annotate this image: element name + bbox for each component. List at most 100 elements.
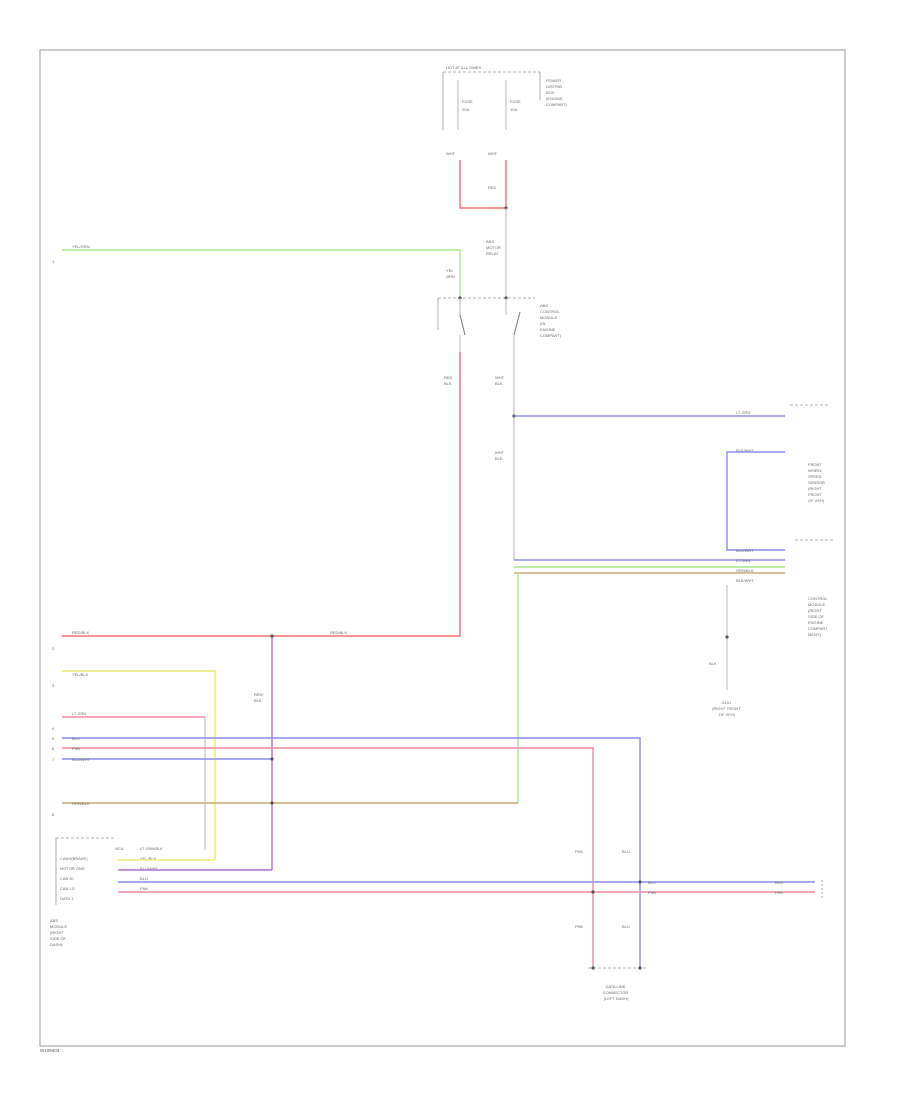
fuse-box-line-4: (ENGINE	[546, 96, 563, 101]
wire-label-right-mid-3: ORN/BLK	[736, 568, 754, 573]
vertical-line-2: BLK	[254, 698, 262, 703]
pin-label-2: MOTOR GND	[60, 866, 85, 871]
bottom-right-wire-2: PNK	[648, 890, 657, 895]
fuse-box-line-5: COMPART)	[546, 102, 568, 107]
fuse-left-label: FUSE 20A	[462, 99, 474, 112]
fuse-left-name: FUSE	[462, 99, 473, 104]
wire-label-left-2: RED/BLK	[72, 630, 89, 635]
fuse-box-line-3: BOX	[546, 90, 555, 95]
dlc-wire-pnk-low: PNK	[575, 924, 584, 929]
data-link-connector: DATA LINK CONNECTOR (LEFT DASH)	[588, 966, 646, 1001]
sensor-line-5: (RIGHT	[808, 486, 822, 491]
wire-label-left-2b: RED/BLK	[330, 630, 347, 635]
wire-label-lt-grn-right: LT GRN	[736, 410, 750, 415]
right-module-line-2: MODULE	[808, 602, 825, 607]
bottom-right-wire-1: BLU	[648, 880, 656, 885]
pin-label-5: DATA 1	[60, 896, 74, 901]
fuse-left-amps: 20A	[462, 107, 469, 112]
bottom-right-wire-4: PNK	[775, 890, 784, 895]
right-module-line-6: COMPART	[808, 626, 828, 631]
pin-label-4: CAN LO	[60, 886, 75, 891]
abs-module-line-6: COMPART)	[540, 333, 562, 338]
conn-label-4: PNK	[140, 886, 149, 891]
sensor-line-6: FRONT	[808, 492, 822, 497]
splice	[638, 880, 642, 884]
sensor-label: FRONT WHEEL SPEED SENSOR (RIGHT FRONT OF…	[808, 462, 826, 503]
pin-label-3: CAN HI	[60, 876, 74, 881]
wire-label-left-5: BLU	[72, 736, 80, 741]
wire-label-left-6: PNK	[72, 746, 81, 751]
hot-at-all-times-label: HOT AT ALL TIMES	[446, 65, 481, 70]
sensor-line-4: SENSOR	[808, 480, 825, 485]
wire-label-red-blk-mid: RED BLK	[444, 375, 454, 386]
wire-label-yel-grn: YEL GRN	[446, 268, 455, 279]
pin-5: 5	[52, 736, 55, 741]
wire-label-wht-blk-mid: WHT BLK	[495, 375, 505, 386]
fuse-right-label: FUSE 10A	[510, 99, 522, 112]
ground-line-3: OF VEH)	[719, 712, 736, 717]
pin-4: 4	[52, 726, 55, 731]
abs-connector-line-3: (RIGHT	[50, 930, 64, 935]
abs-connector-line-5: DASH)	[50, 942, 63, 947]
conn-label-1: YEL/BLK	[140, 856, 157, 861]
right-module-line-4: SIDE OF	[808, 614, 825, 619]
relay-line-1: ABS	[486, 239, 494, 244]
abs-connector-label: ABS MODULE (RIGHT SIDE OF DASH)	[50, 918, 68, 947]
wire-label-wht-mid: WHT	[495, 375, 505, 380]
wire-label-right-mid-4: BLK/WHT	[736, 578, 754, 583]
wire-label-right-mid-1: BLK/WHT	[736, 548, 754, 553]
wire-label-ground: BLK	[709, 661, 717, 666]
ground-line-2: (RIGHT FRONT	[712, 706, 741, 711]
wire-label-blk-mid: BLK	[444, 381, 452, 386]
sensor-line-7: OF VEH)	[808, 498, 825, 503]
sensor-line-3: SPEED	[808, 474, 822, 479]
wire-label-blk-wht-right: BLK/WHT	[736, 448, 754, 453]
abs-connector-line-2: MODULE	[50, 924, 67, 929]
wire-label-wht-right: WHT	[488, 151, 498, 156]
wire-label-blk-mid-2: BLK	[495, 381, 503, 386]
abs-module-line-5: ENGINE	[540, 327, 556, 332]
wire-label-left-4: LT GRN	[72, 711, 86, 716]
relay-line-2: MOTOR	[486, 245, 501, 250]
wire-label-left-1: YEL/GRN	[72, 244, 90, 249]
fuse-right-amps: 10A	[510, 107, 517, 112]
wire-blue-loop	[726, 451, 785, 551]
fuse-box-label: POWER DISTRIB BOX (ENGINE COMPART)	[546, 78, 568, 107]
ground-line-1: G101	[722, 700, 733, 705]
wire-yel-grn	[62, 249, 461, 298]
figure-id: W109403	[40, 1048, 60, 1053]
dlc-wire-blu-top: BLU	[622, 849, 630, 854]
abs-module-line-1: ABS	[540, 303, 548, 308]
wire-label-red-top: RED	[488, 185, 497, 190]
abs-module-label: ABS CONTROL MODULE (IN ENGINE COMPART)	[540, 303, 562, 338]
bottom-right-wire-3: BLU	[775, 880, 783, 885]
dlc-wire-blu-low: BLU	[622, 924, 630, 929]
abs-module-line-3: MODULE	[540, 315, 557, 320]
splice	[270, 801, 274, 805]
abs-module-switches: ABS CONTROL MODULE (IN ENGINE COMPART)	[437, 296, 562, 352]
splice	[270, 757, 274, 761]
fuse-right-name: FUSE	[510, 99, 521, 104]
wire-label-red-mid: RED	[444, 375, 453, 380]
pin-2: 2	[52, 646, 55, 651]
wire-label-left-7: BLU/WHT	[72, 757, 91, 762]
sensor-line-1: FRONT	[808, 462, 822, 467]
pin-3: 3	[52, 683, 55, 688]
abs-module-line-4: (IN	[540, 321, 545, 326]
sensor-line-2: WHEEL	[808, 468, 823, 473]
dlc-line-3: (LEFT DASH)	[604, 996, 629, 1001]
wire-label-blk-low: BLK	[495, 456, 503, 461]
ground-label: G101 (RIGHT FRONT OF VEH)	[712, 700, 742, 717]
wire-red-blk-main	[62, 352, 461, 637]
wire-label-grn: GRN	[446, 274, 455, 279]
right-module-line-3: (RIGHT	[808, 608, 822, 613]
abs-module-connector: NCA CANH(BRAKE) MOTOR GND CAN HI CAN LO …	[50, 837, 163, 947]
relay-line-3: RELAY	[486, 251, 499, 256]
wire-blu-long	[62, 737, 641, 968]
conn-label-2: BLU/WHT	[140, 866, 159, 871]
diagram-frame	[39, 49, 846, 1047]
wire-pnk-long	[62, 747, 594, 968]
fuse-box: HOT AT ALL TIMES FUSE 20A FUSE 10A POWER…	[442, 65, 568, 130]
splice	[270, 634, 274, 638]
